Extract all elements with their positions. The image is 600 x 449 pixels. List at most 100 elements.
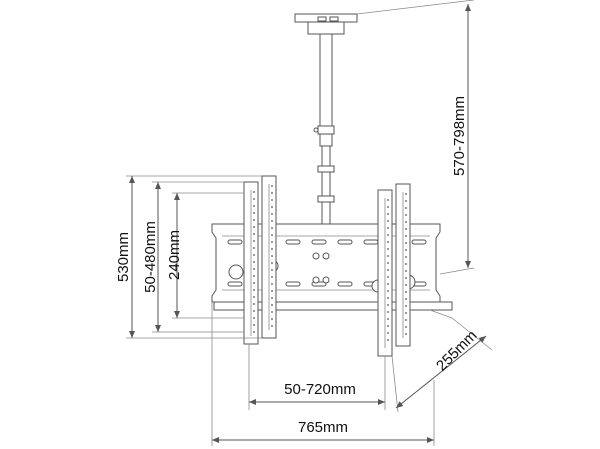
arm-hole xyxy=(405,249,407,251)
arm-hole xyxy=(253,289,255,291)
arm-hole-dots xyxy=(253,185,407,341)
arm-hole xyxy=(387,276,389,278)
arm-hole xyxy=(387,199,389,201)
dimension-total-height: 530mm xyxy=(115,175,262,339)
arm-hole xyxy=(387,234,389,236)
arm-hole xyxy=(253,240,255,242)
arm-hole xyxy=(387,332,389,334)
arm-hole xyxy=(405,214,407,216)
arm-hole xyxy=(387,255,389,257)
arm-hole xyxy=(271,227,273,229)
arm-hole xyxy=(271,213,273,215)
dimension-vesa-width: 50-720mm xyxy=(248,344,386,410)
arm-hole xyxy=(271,192,273,194)
arm-hole xyxy=(387,213,389,215)
depth-label: 255mm xyxy=(433,327,480,374)
arm-hole xyxy=(405,312,407,314)
arm-hole xyxy=(271,220,273,222)
arm-hole xyxy=(387,283,389,285)
left-arm-outer xyxy=(243,181,259,345)
arm-hole xyxy=(387,339,389,341)
pole-height-label: 570-798mm xyxy=(451,96,468,176)
right-arm-inner xyxy=(377,189,393,357)
arm-hole xyxy=(387,290,389,292)
arm-hole xyxy=(405,305,407,307)
arm-hole xyxy=(387,318,389,320)
arm-hole xyxy=(405,291,407,293)
arm-hole xyxy=(387,304,389,306)
dimension-total-width: 765mm xyxy=(211,302,435,446)
arm-hole xyxy=(387,311,389,313)
arm-hole xyxy=(387,248,389,250)
arm-hole xyxy=(405,200,407,202)
arm-hole xyxy=(405,256,407,258)
arm-hole xyxy=(253,282,255,284)
arm-hole xyxy=(253,191,255,193)
arm-hole xyxy=(253,331,255,333)
arm-hole xyxy=(271,185,273,187)
total-width-label: 765mm xyxy=(298,419,348,436)
arm-hole xyxy=(253,275,255,277)
arm-hole xyxy=(253,317,255,319)
arm-hole xyxy=(271,269,273,271)
arm-hole xyxy=(271,234,273,236)
arm-hole xyxy=(253,205,255,207)
arm-hole xyxy=(271,255,273,257)
arm-hole xyxy=(405,319,407,321)
arm-hole xyxy=(253,212,255,214)
arm-hole xyxy=(405,298,407,300)
total-height-label: 530mm xyxy=(115,232,132,282)
arm-hole xyxy=(405,242,407,244)
dimension-vesa-height: 50-480mm xyxy=(142,181,244,333)
arm-hole xyxy=(271,304,273,306)
vesa-height-label: 50-480mm xyxy=(142,221,159,293)
arm-hole xyxy=(405,277,407,279)
arm-hole xyxy=(405,207,407,209)
arm-hole xyxy=(253,233,255,235)
arm-hole xyxy=(253,261,255,263)
arm-hole xyxy=(405,235,407,237)
arm-hole xyxy=(253,254,255,256)
arm-hole xyxy=(271,241,273,243)
arm-hole xyxy=(271,248,273,250)
arm-hole xyxy=(405,270,407,272)
plate-height-label: 240mm xyxy=(166,230,183,280)
dimension-pole-height: 570-798mm xyxy=(356,0,475,275)
right-arm-outer xyxy=(395,183,411,347)
arm-hole xyxy=(387,297,389,299)
arm-hole xyxy=(405,326,407,328)
arm-hole xyxy=(405,221,407,223)
arm-hole xyxy=(253,268,255,270)
arm-hole xyxy=(271,283,273,285)
arm-hole xyxy=(271,199,273,201)
left-arm-inner xyxy=(261,175,277,339)
arm-hole xyxy=(405,263,407,265)
arm-hole xyxy=(271,262,273,264)
dimension-plate-height: 240mm xyxy=(166,192,244,319)
arm-hole xyxy=(271,206,273,208)
arm-hole xyxy=(387,220,389,222)
arm-hole xyxy=(387,206,389,208)
arm-hole xyxy=(405,333,407,335)
arm-hole xyxy=(387,269,389,271)
arm-hole xyxy=(271,318,273,320)
ceiling-plate xyxy=(294,13,358,35)
plate-slots-top xyxy=(227,239,427,245)
arm-hole xyxy=(253,324,255,326)
arm-hole xyxy=(253,247,255,249)
arm-hole xyxy=(387,262,389,264)
arm-hole xyxy=(387,241,389,243)
arm-hole xyxy=(253,296,255,298)
telescopic-pole xyxy=(313,33,335,227)
arm-hole xyxy=(271,325,273,327)
arm-hole xyxy=(405,193,407,195)
arm-hole xyxy=(387,227,389,229)
center-bolts xyxy=(312,252,330,284)
arm-hole xyxy=(253,303,255,305)
arm-hole xyxy=(253,310,255,312)
arm-hole xyxy=(253,198,255,200)
arm-hole xyxy=(405,228,407,230)
arm-hole xyxy=(405,284,407,286)
